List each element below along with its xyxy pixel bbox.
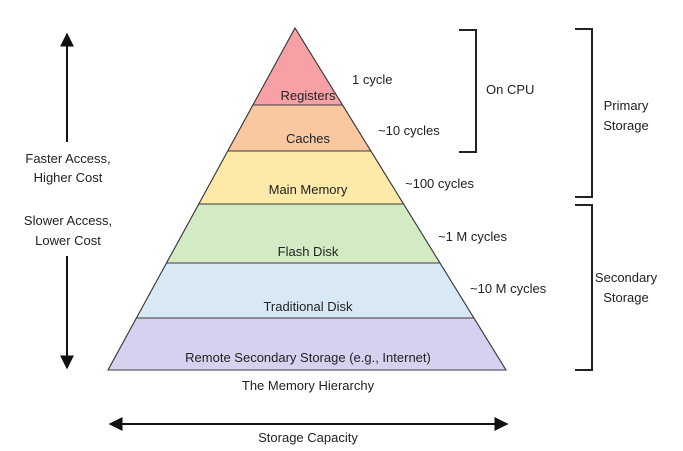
primary-storage-bracket (575, 28, 593, 198)
latency-caches: ~10 cycles (378, 123, 440, 138)
level-label-caches: Caches (286, 131, 331, 146)
level-label-flash-disk: Flash Disk (278, 244, 339, 259)
level-label-remote-storage: Remote Secondary Storage (e.g., Internet… (185, 350, 431, 365)
on-cpu-label: On CPU (486, 82, 534, 97)
latency-main-memory: ~100 cycles (405, 176, 475, 191)
primary-storage-line-2: Storage (603, 118, 649, 133)
latency-labels: 1 cycle ~10 cycles ~100 cycles ~1 M cycl… (352, 72, 547, 296)
level-label-registers: Registers (281, 88, 336, 103)
slower-access-line-2: Lower Cost (35, 233, 101, 248)
level-label-traditional-disk: Traditional Disk (263, 299, 353, 314)
diagram-caption: The Memory Hierarchy (242, 378, 375, 393)
pyramid-outline (107, 27, 507, 371)
capacity-label: Storage Capacity (258, 430, 358, 445)
primary-storage-line-1: Primary (604, 98, 649, 113)
on-cpu-bracket (459, 29, 477, 153)
layer-labels: Registers Caches Main Memory Flash Disk … (185, 88, 431, 365)
secondary-storage-line-2: Storage (603, 290, 649, 305)
latency-flash-disk: ~1 M cycles (438, 229, 507, 244)
secondary-storage-bracket (575, 204, 593, 371)
faster-access-line-1: Faster Access, (25, 151, 110, 166)
pyramid (107, 27, 507, 371)
latency-registers: 1 cycle (352, 72, 392, 87)
secondary-storage-line-1: Secondary (595, 270, 658, 285)
latency-traditional-disk: ~10 M cycles (470, 281, 547, 296)
slower-access-line-1: Slower Access, (24, 213, 112, 228)
faster-access-line-2: Higher Cost (34, 170, 103, 185)
level-label-main-memory: Main Memory (269, 182, 348, 197)
